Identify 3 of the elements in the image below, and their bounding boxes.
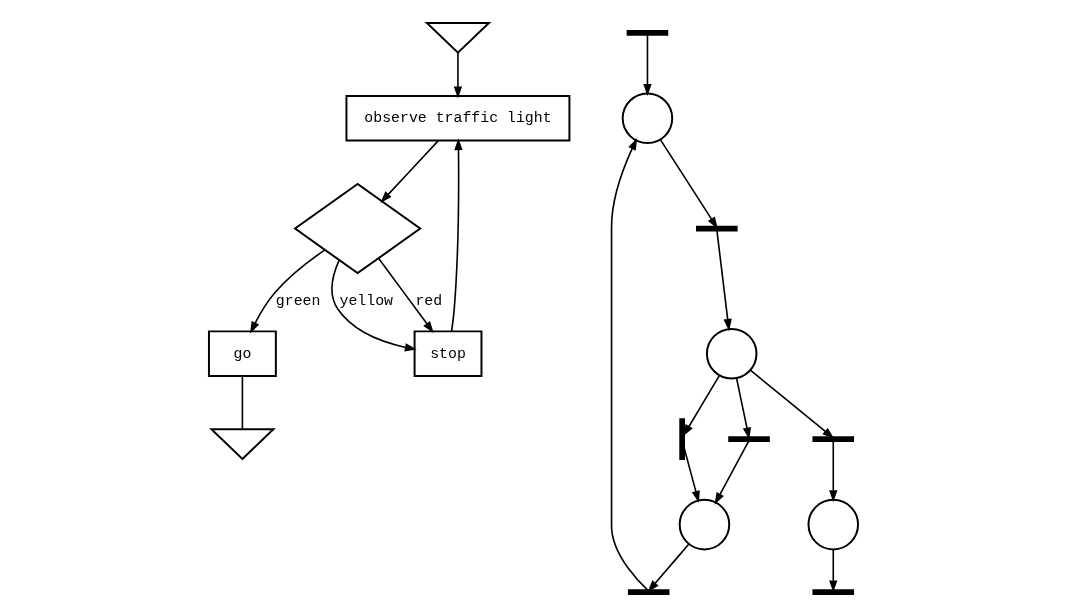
- edge-label: yellow: [339, 292, 393, 309]
- edge-label: green: [275, 292, 320, 309]
- edge-label: red: [414, 292, 442, 309]
